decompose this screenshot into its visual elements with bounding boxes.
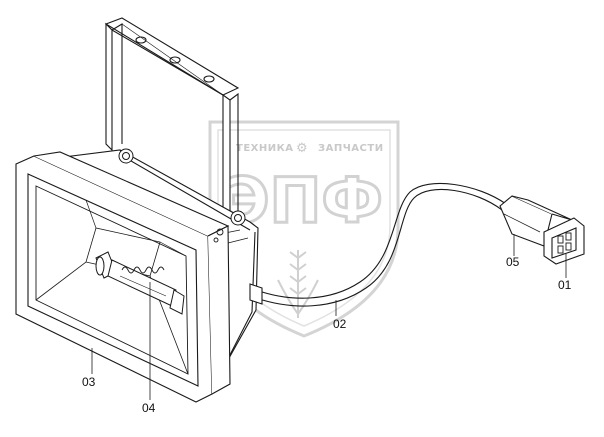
wheat-icon xyxy=(277,250,319,318)
pivot-bolt-right xyxy=(230,210,246,226)
callout-04: 04 xyxy=(142,401,156,415)
callout-01: 01 xyxy=(558,278,572,292)
leader-lines xyxy=(91,234,567,400)
watermark-right-word: ЗАПЧАСТИ xyxy=(318,143,384,154)
bracket-hole xyxy=(203,75,215,83)
bracket-hole xyxy=(169,56,181,64)
power-cable xyxy=(249,182,507,307)
gear-icon: ⚙ xyxy=(296,141,308,156)
watermark-left-word: ТЕХНИКА xyxy=(236,143,294,154)
bracket-hole xyxy=(135,36,147,44)
callout-03: 03 xyxy=(82,375,96,389)
plug-connector xyxy=(543,217,585,265)
pivot-bolt-left xyxy=(118,148,134,164)
cable-boot xyxy=(499,195,573,247)
mounting-bracket xyxy=(104,17,240,222)
callout-02: 02 xyxy=(333,317,347,331)
housing-screw xyxy=(213,228,224,243)
halogen-lamp xyxy=(95,251,185,315)
callout-05: 05 xyxy=(506,255,520,269)
